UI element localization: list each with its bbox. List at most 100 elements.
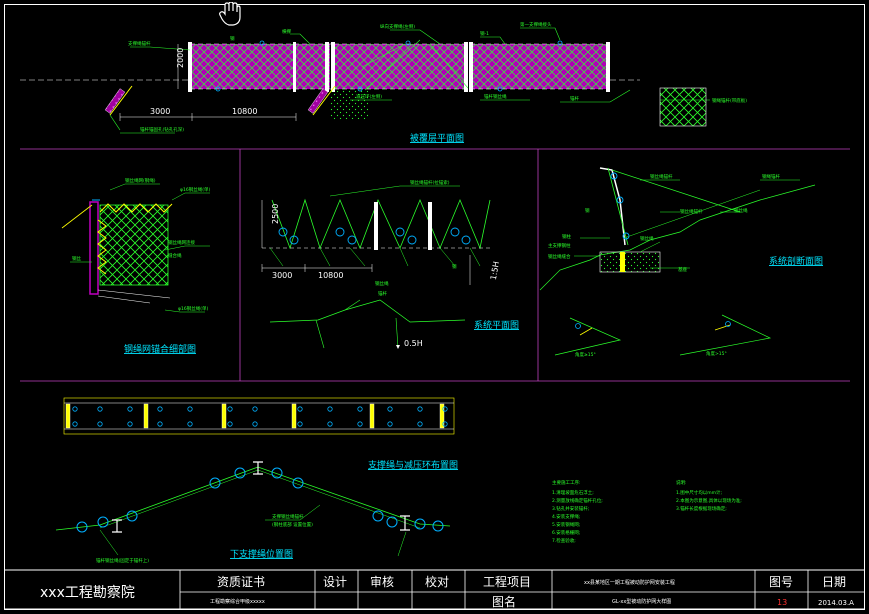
date-label: 日期 xyxy=(822,575,846,589)
notes-right-title: 说明: xyxy=(676,479,687,486)
institute-name: xxx工程勘察院 xyxy=(40,584,135,601)
dim-anchor-span-b: 10800 xyxy=(318,271,343,280)
svg-text:钢绳锚杆: 钢绳锚杆 xyxy=(762,173,780,180)
project-label: 工程项目 xyxy=(483,574,531,589)
project-value: xx县某地区一期工程被动防护网安装工程 xyxy=(584,579,675,586)
net-panel xyxy=(190,44,330,89)
notes-left-title: 主要施工工序: xyxy=(552,479,581,486)
drawing-frame xyxy=(4,4,865,610)
svg-text:锚杆: 锚杆 xyxy=(570,95,579,102)
svg-text:φ16钢丝绳(单): φ16钢丝绳(单) xyxy=(180,186,210,193)
svg-text:钢丝绳锚杆(拉锚索): 钢丝绳锚杆(拉锚索) xyxy=(410,179,450,186)
check-label: 校对 xyxy=(425,574,449,589)
support-ring xyxy=(187,421,193,427)
drawing-no-value: 13 xyxy=(777,598,787,607)
note-item: 3.锚杆长度根据现场确定; xyxy=(676,505,727,512)
svg-text:钢丝绳网连接: 钢丝绳网连接 xyxy=(168,239,195,246)
net-panel xyxy=(335,44,465,89)
section-view-title: 系统剖断面图 xyxy=(769,255,823,267)
notes-left: 主要施工工序: 1.清理坡面危石浮土;2.测量放线确定锚杆孔位;3.钻孔并安装锚… xyxy=(552,479,603,544)
support-ring xyxy=(97,421,103,427)
svg-text:(钢柱底部 设置位置): (钢柱底部 设置位置) xyxy=(272,521,313,528)
drawing-name-label: 图名 xyxy=(492,594,516,609)
support-ring xyxy=(417,421,423,427)
svg-text:基座: 基座 xyxy=(678,266,687,273)
anchor-plan-title: 系统平面图 xyxy=(474,319,519,331)
support-ring xyxy=(442,421,448,427)
svg-text:钢绳锚杆(带底板): 钢绳锚杆(带底板) xyxy=(712,97,747,104)
svg-text:钢: 钢 xyxy=(585,207,590,214)
svg-text:钢丝: 钢丝 xyxy=(72,255,81,262)
support-ring xyxy=(72,406,78,412)
plan-view: 2000 3000 10800 支撑绳锚杆 钢 横撑 纵向支撑绳(左侧) 钢-1 第一… xyxy=(20,21,747,144)
cert-value: 工程勘察综合甲级xxxxx xyxy=(210,598,265,605)
svg-text:横撑: 横撑 xyxy=(282,28,291,35)
svg-text:第一支撑绳接头: 第一支撑绳接头 xyxy=(520,21,552,28)
title-block: xxx工程勘察院 资质证书 工程勘察综合甲级xxxxx 设计 审核 校对 工程项… xyxy=(4,569,865,610)
support-ring xyxy=(327,406,333,412)
note-item: 5.安装钢绳网; xyxy=(552,521,580,528)
svg-text:锚杆钢丝绳(固定于锚杆上): 锚杆钢丝绳(固定于锚杆上) xyxy=(96,557,149,564)
dim-plan-span-a: 3000 xyxy=(150,107,170,116)
svg-text:主支撑钢柱: 主支撑钢柱 xyxy=(548,242,571,249)
note-item: 7.检查验收; xyxy=(552,537,576,544)
review-label: 审核 xyxy=(370,574,394,589)
lower-support-view: 锚杆钢丝绳(固定于锚杆上) 支撑钢丝绳锚杆 (钢柱底部 设置位置) 下支撑绳位置… xyxy=(55,461,451,564)
svg-text:锚杆: 锚杆 xyxy=(378,290,387,297)
support-layout-view: 支撑绳与减压环布置图 xyxy=(63,397,458,471)
svg-text:钢丝绳锚杆: 钢丝绳锚杆 xyxy=(680,208,703,215)
svg-text:φ16钢丝绳(单): φ16钢丝绳(单) xyxy=(178,305,208,312)
plan-view-title: 被覆层平面图 xyxy=(410,132,464,144)
note-item: 2.本图为示意图,具体以现场为准; xyxy=(676,497,742,504)
support-ring xyxy=(127,421,133,427)
support-ring xyxy=(297,421,303,427)
svg-text:钢柱: 钢柱 xyxy=(562,233,571,240)
drawing-no-label: 图号 xyxy=(769,575,793,589)
dim-plan-height: 2000 xyxy=(176,48,185,68)
support-ring xyxy=(187,406,193,412)
svg-text:钢丝绳锚杆: 钢丝绳锚杆 xyxy=(650,173,673,180)
support-ring xyxy=(97,406,103,412)
svg-text:支撑绳锚杆: 支撑绳锚杆 xyxy=(128,40,151,47)
svg-text:钢丝绳网(钢绳): 钢丝绳网(钢绳) xyxy=(125,177,156,184)
note-item: 1.清理坡面危石浮土; xyxy=(552,489,594,496)
support-ring xyxy=(357,406,363,412)
svg-text:减压环(左侧): 减压环(左侧) xyxy=(356,93,382,100)
note-item: 2.测量放线确定锚杆孔位; xyxy=(552,497,603,504)
support-ring xyxy=(72,421,78,427)
design-label: 设计 xyxy=(323,575,347,589)
dim-slope-note: 0.5H xyxy=(404,339,423,348)
svg-text:钢丝绳缝合: 钢丝绳缝合 xyxy=(548,253,571,260)
support-ring xyxy=(417,406,423,412)
support-ring xyxy=(327,421,333,427)
svg-text:纵向支撑绳(左侧): 纵向支撑绳(左侧) xyxy=(380,23,415,30)
svg-text:锚杆锚固孔(钻孔孔深): 锚杆锚固孔(钻孔孔深) xyxy=(140,126,184,133)
svg-text:钢丝绳: 钢丝绳 xyxy=(375,280,389,287)
angle-a-label: 角度≥15° xyxy=(575,351,596,358)
support-ring xyxy=(387,406,393,412)
dim-anchor-len: 1:5H xyxy=(489,261,501,281)
svg-text:锚杆钢丝绳: 锚杆钢丝绳 xyxy=(484,93,507,100)
dim-anchor-span-a: 3000 xyxy=(272,271,292,280)
dim-plan-span-b: 10800 xyxy=(232,107,257,116)
svg-text:钢: 钢 xyxy=(230,35,235,42)
svg-text:缝合绳: 缝合绳 xyxy=(168,252,182,259)
angle-b-label: 角度>15° xyxy=(706,350,727,357)
support-ring xyxy=(297,406,303,412)
note-item: 1.图中尺寸均以mm计; xyxy=(676,489,722,496)
svg-text:钢-1: 钢-1 xyxy=(480,30,489,37)
hand-cursor-icon xyxy=(219,1,241,26)
anchor-plan-view: 2500 3000 10800 1:5H 钢丝绳锚杆(拉锚索)钢 钢丝绳 0.5… xyxy=(261,179,519,349)
lower-support-title: 下支撑绳位置图 xyxy=(230,548,293,560)
svg-text:钢丝绳: 钢丝绳 xyxy=(640,235,654,242)
net-panel xyxy=(470,44,610,89)
net-detail-title: 钢绳网锚合细部图 xyxy=(124,343,196,355)
support-layout-title: 支撑绳与减压环布置图 xyxy=(368,459,458,471)
support-ring xyxy=(357,421,363,427)
support-ring xyxy=(442,406,448,412)
section-view: 钢钢丝绳锚杆 钢丝绳主支撑钢柱 钢丝绳缝合钢丝绳 基座钢绳锚杆 钢丝绳锚杆钢柱 … xyxy=(539,167,823,358)
dim-anchor-depth: 2500 xyxy=(271,204,280,224)
plan-posts xyxy=(188,42,610,92)
